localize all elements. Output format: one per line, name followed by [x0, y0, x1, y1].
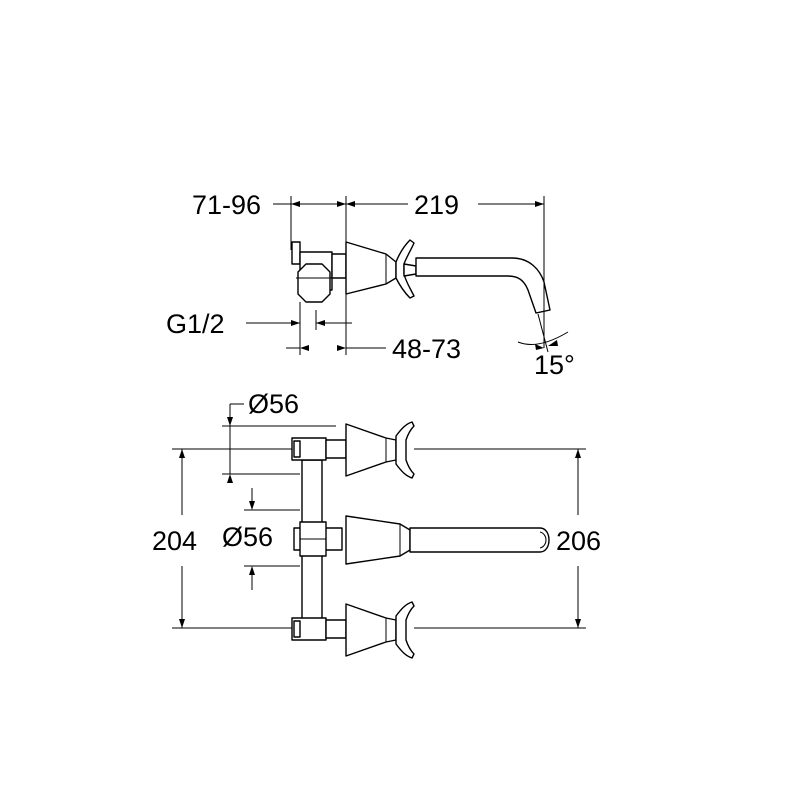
dim-label-204: 204 — [152, 526, 197, 556]
front-view — [172, 403, 586, 659]
dim-label-71-96: 71-96 — [192, 190, 261, 220]
dim-label-219: 219 — [414, 190, 459, 220]
dim-label-diameter-mid: Ø56 — [222, 522, 273, 552]
dim-label-206: 206 — [556, 526, 601, 556]
dim-label-diameter-top: Ø56 — [248, 389, 299, 419]
dim-label-g12: G1/2 — [166, 309, 225, 339]
dim-label-15deg: 15° — [534, 350, 575, 380]
side-view — [246, 196, 569, 355]
dim-label-48-73: 48-73 — [392, 334, 461, 364]
